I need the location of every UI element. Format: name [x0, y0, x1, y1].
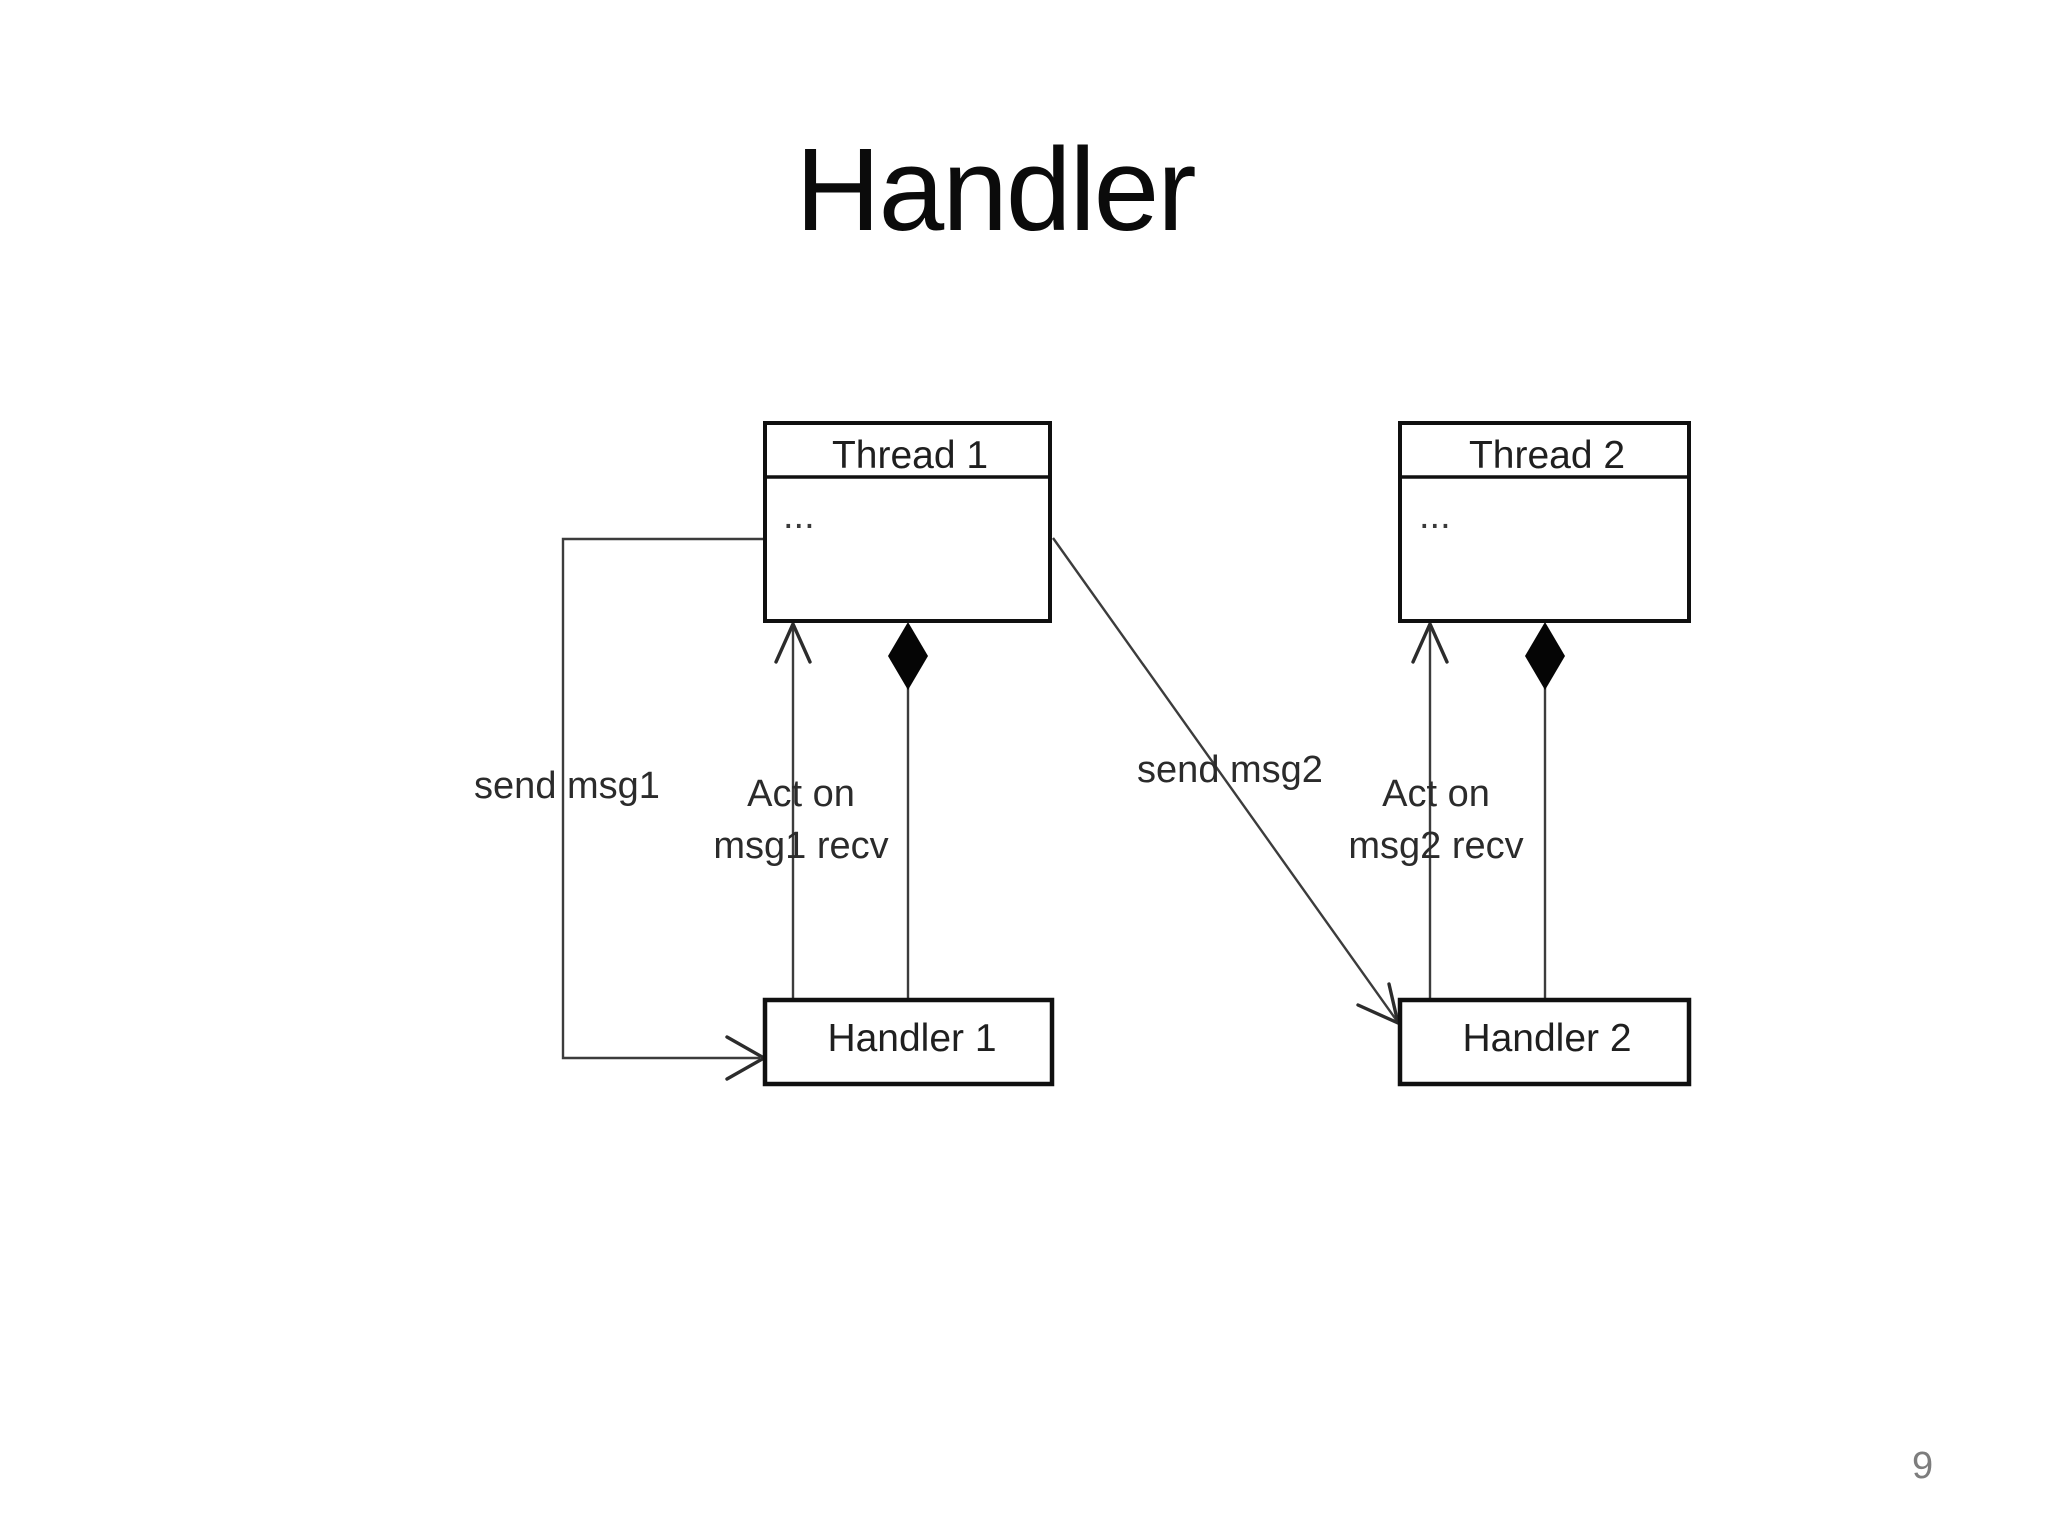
edge-act-on-msg2-label-line2: msg2 recv: [1348, 825, 1523, 867]
handler2-label: Handler 2: [1462, 1017, 1631, 1060]
edge-send-msg2-label: send msg2: [1137, 749, 1323, 791]
edge-send-msg2-line: [1052, 537, 1398, 1022]
thread2-box: [1398, 421, 1691, 623]
handler2-box: [1397, 997, 1692, 1087]
thread2-body-ellipsis: ...: [1419, 495, 1451, 537]
page-title: Handler: [795, 124, 1195, 256]
edge-act-on-msg1-label-line2: msg1 recv: [713, 825, 888, 867]
aggregation-diamond1-icon: [888, 622, 928, 690]
edge-act-on-msg1-label-line1: Act on: [747, 773, 855, 815]
handler1-label: Handler 1: [827, 1017, 996, 1060]
edge-act-on-msg1-arrowhead-icon: [774, 622, 812, 664]
page-number: 9: [1912, 1445, 1933, 1487]
thread1-title: Thread 1: [832, 434, 988, 477]
thread1-box: [763, 421, 1052, 623]
handler1-box: [762, 997, 1055, 1087]
edge-act-on-msg2-label-line1: Act on: [1382, 773, 1490, 815]
aggregation-diamond2-icon: [1525, 622, 1565, 690]
thread2-title: Thread 2: [1469, 434, 1625, 477]
thread1-body-ellipsis: ...: [783, 495, 815, 537]
edge-send-msg1-path: [561, 537, 765, 1060]
edge-act-on-msg2-arrowhead-icon: [1411, 622, 1449, 664]
edge-send-msg2-arrowhead-icon: [1356, 982, 1400, 1025]
edge-send-msg1-label: send msg1: [474, 765, 660, 807]
